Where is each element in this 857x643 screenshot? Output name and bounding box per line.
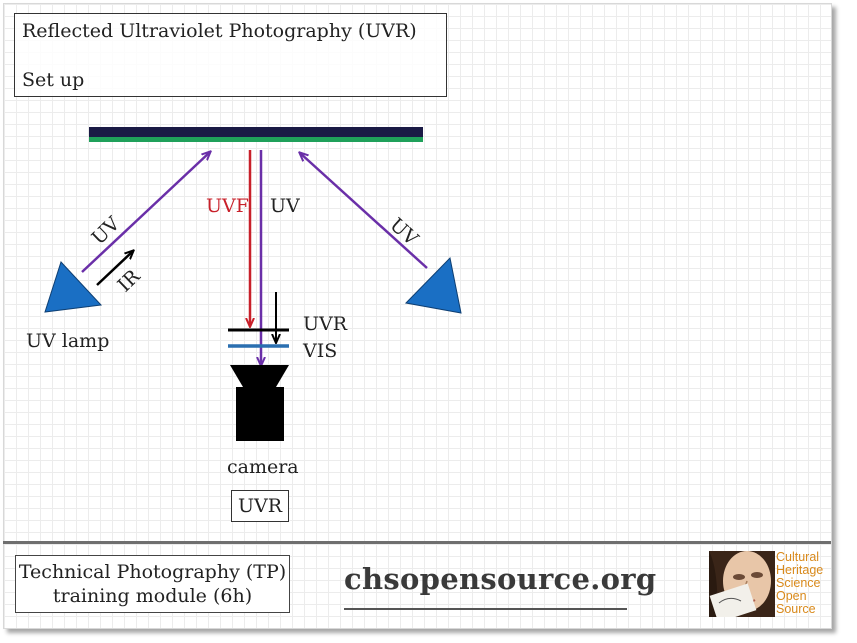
- object-green-layer: [89, 137, 423, 142]
- logo-line-2: Heritage: [776, 563, 824, 577]
- ir-ray: [96, 251, 133, 286]
- module-line-1: Technical Photography (TP): [18, 561, 287, 583]
- title-box: Reflected Ultraviolet Photography (UVR) …: [14, 13, 447, 97]
- site-link[interactable]: chsopensource.org: [344, 562, 657, 596]
- footer-divider: [3, 541, 831, 544]
- site-underline: [344, 608, 627, 610]
- logo-line-4: Open: [776, 589, 807, 603]
- uv-ray-right: [300, 153, 428, 269]
- slide-title: Reflected Ultraviolet Photography (UVR): [22, 20, 417, 42]
- label-uv-center: UV: [270, 195, 300, 217]
- logo-line-5: Source: [776, 602, 816, 616]
- logo-line-3: Science: [776, 576, 821, 590]
- slide-subtitle: Set up: [22, 69, 85, 91]
- uv-lamp-left: [44, 261, 103, 313]
- camera-body: [236, 387, 284, 441]
- slide: [3, 3, 832, 629]
- label-filter-vis: VIS: [303, 340, 338, 362]
- label-uv-lamp: UV lamp: [26, 330, 110, 352]
- module-line-2: training module (6h): [52, 585, 253, 607]
- label-camera: camera: [227, 456, 299, 478]
- object-dark-layer: [89, 127, 423, 137]
- uv-lamp-right: [404, 256, 462, 314]
- camera-lens: [230, 365, 289, 387]
- logo-line-1: Cultural: [776, 550, 820, 564]
- chsos-logo: [709, 551, 775, 617]
- label-filter-uvr: UVR: [303, 313, 348, 335]
- mode-box: UVR: [231, 490, 289, 522]
- label-uvf: UVF: [206, 195, 249, 217]
- uv-ray-left: [81, 152, 210, 273]
- module-box: Technical Photography (TP) training modu…: [15, 555, 290, 613]
- logo-text: Cultural Heritage Science Open Source: [776, 551, 823, 616]
